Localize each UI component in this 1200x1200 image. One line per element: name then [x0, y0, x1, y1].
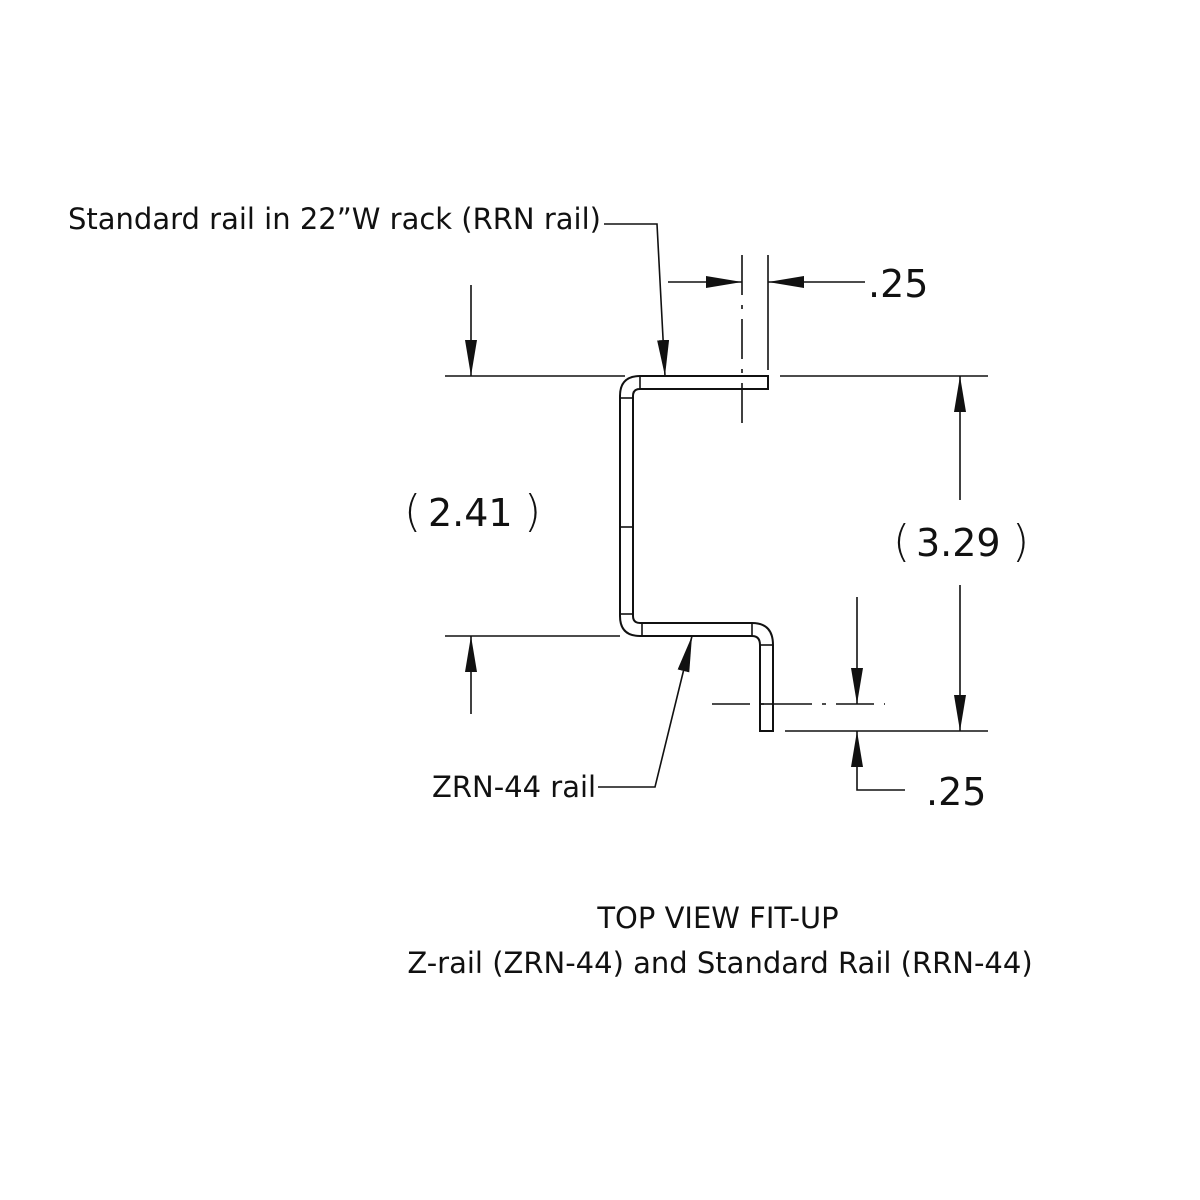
z-rail-profile	[619, 375, 774, 732]
dimension-arrows	[465, 223, 966, 791]
caption-subtitle: Z-rail (ZRN-44) and Standard Rail (RRN-4…	[407, 946, 1032, 980]
svg-text:3.29: 3.29	[916, 521, 1001, 565]
top-offset-dimension: .25	[868, 262, 928, 306]
svg-text:(: (	[893, 516, 910, 567]
zrn-rail-label: ZRN-44 rail	[432, 770, 596, 804]
caption-title: TOP VIEW FIT-UP	[596, 901, 838, 935]
svg-text:(: (	[404, 486, 421, 537]
svg-text:2.41: 2.41	[428, 491, 513, 535]
bottom-offset-dimension: .25	[926, 770, 986, 814]
svg-text:): )	[524, 486, 541, 537]
standard-rail-label: Standard rail in 22”W rack (RRN rail)	[68, 202, 601, 236]
overall-depth-dimension: ( 3.29 )	[893, 516, 1029, 567]
svg-text:): )	[1012, 516, 1029, 567]
zrail-depth-dimension: ( 2.41 )	[404, 486, 541, 537]
